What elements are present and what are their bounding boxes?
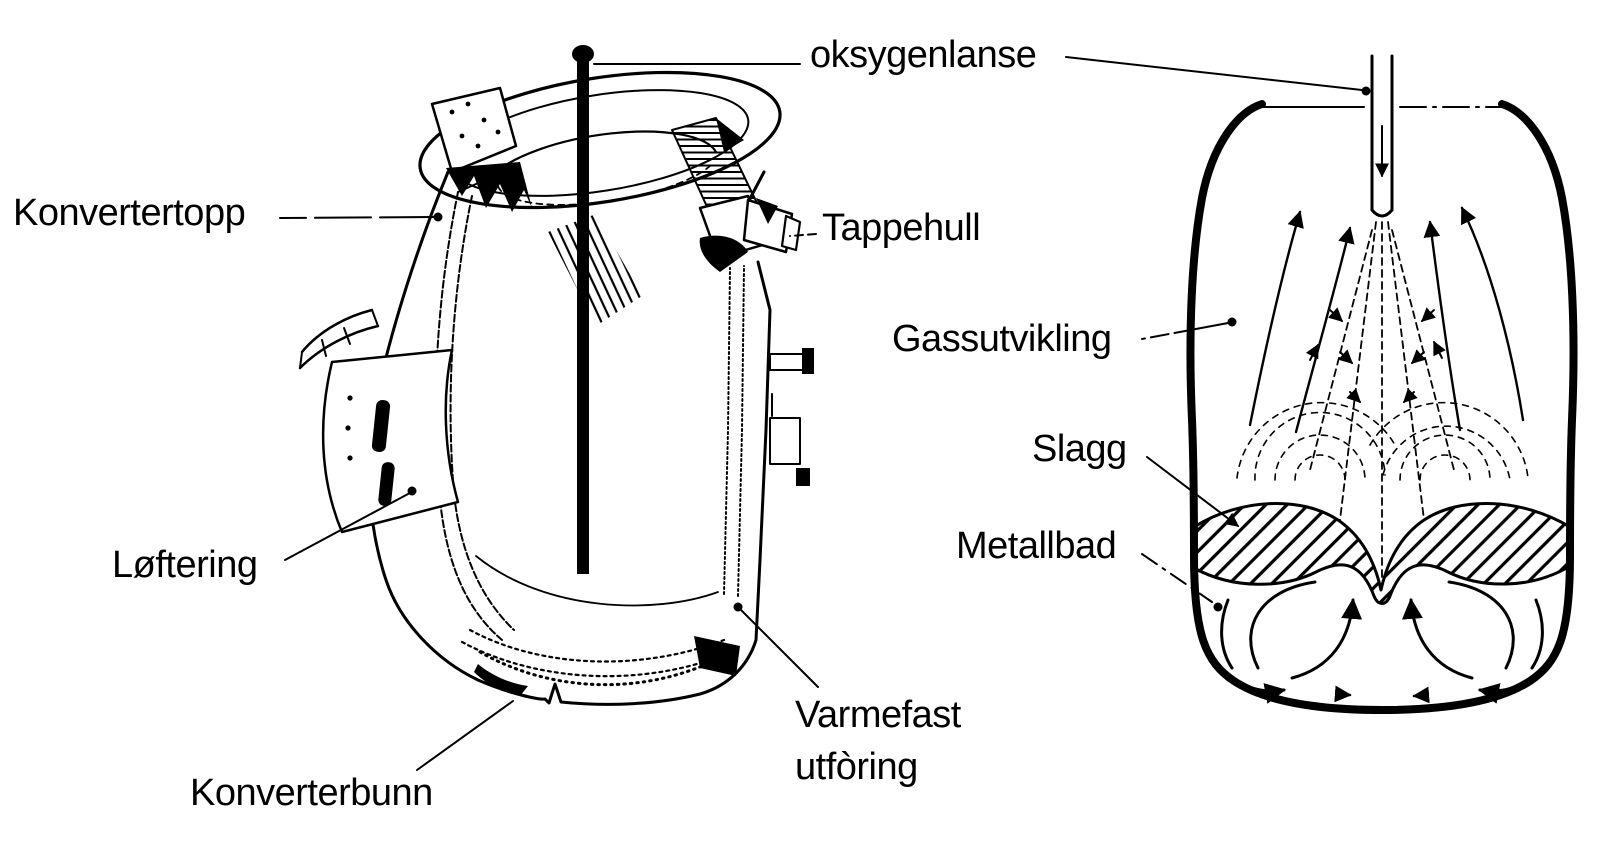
- leader-oksygenlanse-right: [1065, 56, 1371, 96]
- left-converter-cutaway: [298, 45, 814, 706]
- trunnion-pin-hardware: [769, 348, 814, 486]
- converter-mouth-ring: [418, 70, 782, 212]
- leader-konverterbunn: [416, 700, 514, 771]
- refractory-hatch-left: [548, 214, 642, 326]
- spray-arrowheads: [1327, 307, 1437, 403]
- leader-slagg: [1146, 456, 1240, 527]
- label-konvertertopp: Konvertertopp: [13, 192, 246, 234]
- leader-tappehull: [789, 233, 817, 237]
- tap-hole-spout: [698, 194, 802, 272]
- leader-konvertertopp: [279, 212, 443, 222]
- right-converter-section: [1186, 54, 1578, 714]
- converter-bottom-seam: [460, 628, 740, 696]
- gas-flow-arrows: [1248, 206, 1525, 434]
- label-oksygenlanse: oksygenlanse: [810, 34, 1037, 76]
- leader-loftering: [284, 486, 417, 561]
- leader-metallbad: [1141, 553, 1223, 612]
- label-loftering: Løftering: [112, 544, 258, 586]
- leader-lines: [279, 56, 1371, 771]
- label-konverterbunn: Konverterbunn: [190, 772, 433, 814]
- label-metallbad: Metallbad: [956, 525, 1117, 567]
- label-slagg: Slagg: [1032, 428, 1127, 470]
- label-varmefast-line2: utfòring: [795, 746, 918, 788]
- metal-bath-circulation: [1220, 580, 1544, 704]
- spray-ripples: [1236, 401, 1529, 481]
- slag-layer: [1192, 501, 1572, 605]
- oxygen-lance-left: [572, 45, 594, 574]
- oxygen-lance-right: [1370, 54, 1394, 218]
- label-tappehull: Tappehull: [822, 207, 981, 249]
- leader-varmefast-utforing: [733, 602, 819, 688]
- label-gassutvikling: Gassutvikling: [892, 318, 1112, 360]
- converter-inner-cavity: [434, 175, 745, 641]
- lifting-ring-band: [298, 308, 460, 534]
- leader-gassutvikling: [1141, 317, 1237, 340]
- label-varmefast-line1: Varmefast: [795, 694, 961, 736]
